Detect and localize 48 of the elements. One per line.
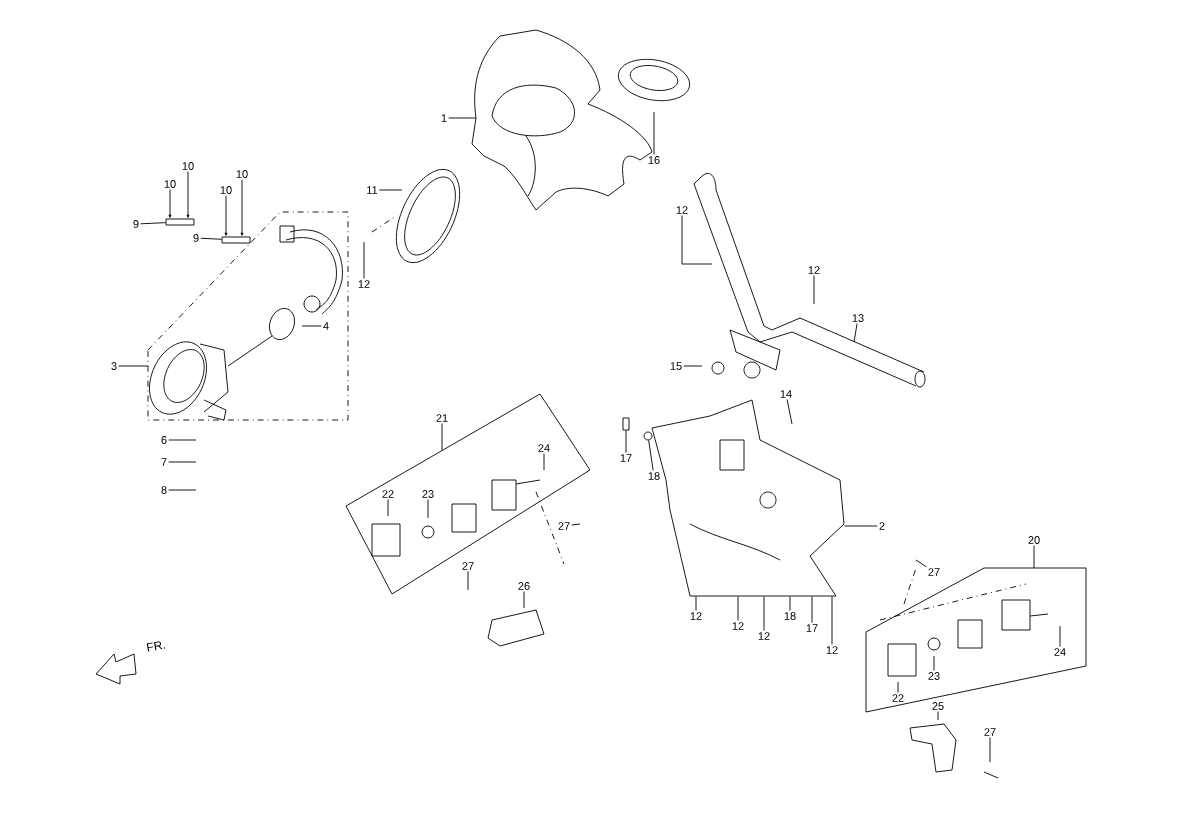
leader-line: [625, 430, 627, 454]
leader-line: [811, 596, 813, 624]
leader-line: [523, 591, 525, 609]
leader-line: [1033, 545, 1035, 569]
leader-line: [378, 189, 403, 191]
leader-line: [695, 596, 697, 611]
leader-line: [301, 325, 322, 327]
bolt: [622, 417, 630, 431]
leader-line: [933, 655, 935, 671]
leader-line: [989, 737, 991, 763]
leader-line: [467, 571, 469, 591]
leader-line: [737, 596, 739, 621]
leader-line: [118, 365, 149, 367]
leader-line: [448, 117, 477, 119]
leader-line: [937, 711, 939, 721]
leader-line: [387, 499, 389, 517]
leader-line: [1059, 625, 1061, 647]
leader-line: [897, 681, 899, 693]
leader-line: [168, 461, 197, 463]
leader-line: [648, 439, 654, 471]
leader-line: [831, 596, 833, 645]
leader-line: [363, 241, 365, 279]
leader-line: [789, 596, 791, 611]
leader-line: [224, 195, 228, 236]
screw: [165, 218, 195, 226]
lower-cover-drawing: [651, 399, 845, 597]
leader-line: [168, 439, 197, 441]
leader-line: [844, 525, 878, 527]
leader-line: [140, 222, 166, 225]
leader-line: [681, 215, 713, 265]
leader-line: [240, 179, 244, 236]
leader-line: [168, 489, 197, 491]
leader-line: [786, 399, 793, 425]
leader-line: [653, 111, 655, 155]
leader-line: [427, 499, 429, 519]
leader-line: [763, 596, 765, 631]
screw: [221, 236, 251, 244]
leader-line: [186, 171, 190, 218]
washer: [643, 431, 653, 441]
leader-line: [441, 423, 443, 451]
leader-line: [200, 237, 222, 240]
leader-line: [683, 365, 703, 367]
leader-line: [168, 189, 172, 218]
leader-line: [543, 453, 545, 471]
leader-line: [813, 275, 815, 305]
leader-line: [915, 559, 927, 568]
leader-line: [853, 323, 858, 343]
leader-line: [571, 523, 581, 526]
